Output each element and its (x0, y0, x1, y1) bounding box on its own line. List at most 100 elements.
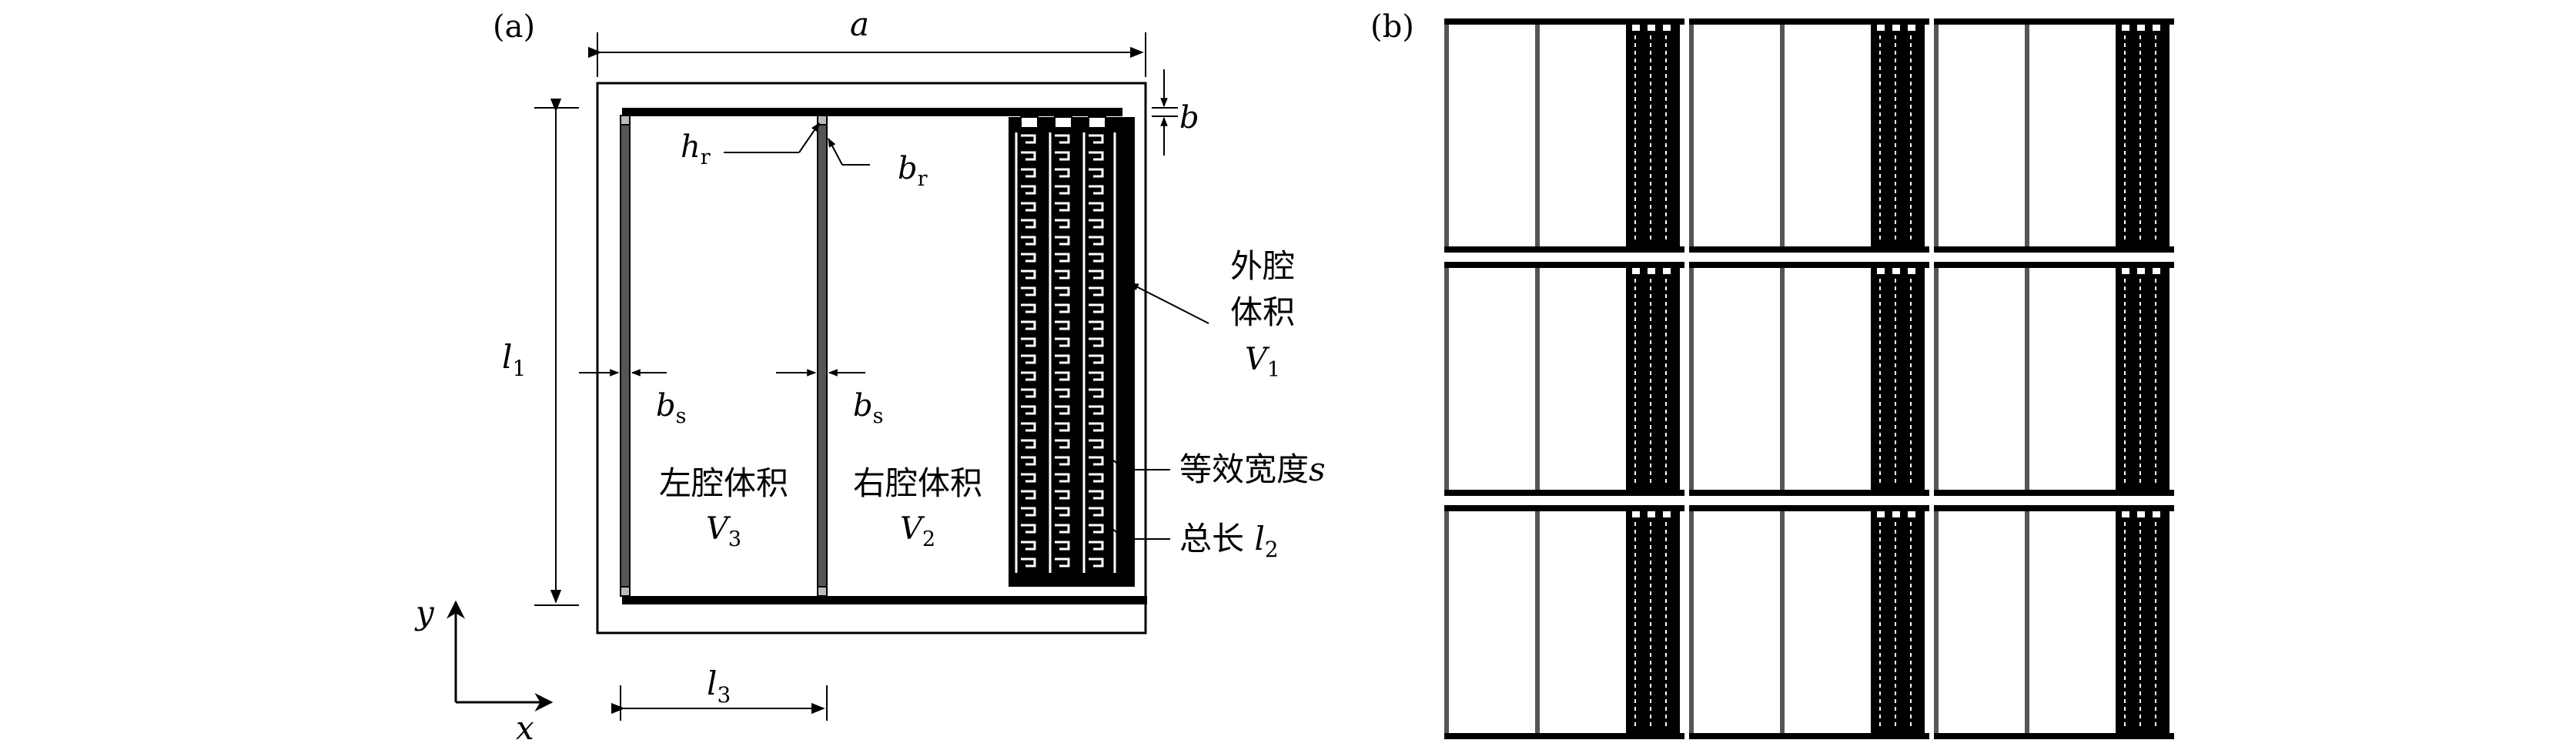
labyrinth-inlet (1054, 116, 1072, 129)
labyrinth-meander (1055, 270, 1070, 280)
cell-left-partition (1689, 25, 1694, 246)
cell-inlet (1648, 25, 1655, 31)
cell-bottom-wall (1934, 490, 2174, 496)
labyrinth-meander (1021, 151, 1036, 161)
labyrinth-meander (1055, 524, 1070, 534)
bs-left-label: bs (656, 388, 686, 428)
dim-l1-label: l1 (502, 338, 526, 381)
labyrinth-meander (1021, 541, 1036, 551)
cell-labyrinth (2116, 25, 2170, 248)
cell-inlet (2153, 511, 2160, 517)
cell-left-partition (1689, 268, 1694, 490)
cell-inlet (2122, 268, 2129, 274)
labyrinth-meander (1089, 320, 1104, 330)
cell-top-wall (1444, 18, 1684, 25)
right-cavity-label: 右腔体积 (853, 464, 982, 502)
cell-inlet (1892, 511, 1900, 517)
cell-left-partition (1934, 268, 1939, 490)
cell-labyrinth (2116, 268, 2170, 491)
dim-a-label: a (850, 5, 869, 43)
labyrinth-meander (1021, 490, 1036, 500)
cell-top-wall (1689, 505, 1929, 511)
labyrinth-meander (1055, 168, 1070, 178)
cell-middle-partition (1780, 511, 1785, 733)
left-cavity-label: 左腔体积 (659, 464, 788, 502)
unit-cell-boundary (596, 82, 1147, 634)
bs-mid-label: bs (853, 388, 883, 428)
equiv-width-label: 等效宽度s (1179, 450, 1326, 488)
labyrinth-meander (1089, 253, 1104, 263)
unit-cell (1934, 505, 2174, 739)
cell-top-wall (1444, 505, 1684, 511)
top-wall (622, 108, 1122, 116)
cell-inlet (1648, 268, 1655, 274)
labyrinth-meander (1021, 185, 1036, 195)
labyrinth-meander (1055, 541, 1070, 551)
labyrinth-meander (1089, 354, 1104, 364)
labyrinth-meander (1055, 405, 1070, 415)
cell-inlet (1908, 511, 1915, 517)
cell-bottom-wall (1689, 490, 1929, 496)
bottom-wall (622, 596, 1147, 604)
cell-inlet (2153, 25, 2160, 31)
labyrinth-meander (1021, 473, 1036, 483)
cell-inlet (1632, 25, 1640, 31)
cell-left-partition (1934, 25, 1939, 246)
cell-inlet (1892, 25, 1900, 31)
cell-labyrinth (2116, 511, 2170, 735)
middle-partition-cap (817, 115, 828, 126)
cell-inlet (2137, 268, 2145, 274)
cell-labyrinth (1871, 268, 1925, 491)
labyrinth-meander (1089, 185, 1104, 195)
equiv-width-tick (1109, 457, 1125, 470)
unit-cell (1934, 18, 2174, 253)
labyrinth-meander (1089, 303, 1104, 313)
cell-bottom-wall (1444, 490, 1684, 496)
labyrinth-meander (1055, 185, 1070, 195)
cell-bottom-wall (1444, 246, 1684, 253)
left-partition-cap (620, 115, 631, 126)
cell-labyrinth (1626, 268, 1680, 491)
labyrinth-meander (1021, 320, 1036, 330)
outer-cavity-var: V1 (1245, 342, 1280, 382)
cell-inlet (1877, 511, 1885, 517)
labyrinth-meander (1055, 219, 1070, 229)
cell-middle-partition (1780, 268, 1785, 490)
labyrinth-meander (1055, 253, 1070, 263)
labyrinth-meander (1055, 286, 1070, 296)
br-arrow (828, 137, 843, 166)
cell-top-wall (1689, 18, 1929, 25)
cell-inlet (1892, 268, 1900, 274)
labyrinth-meander (1089, 490, 1104, 500)
labyrinth-meander (1089, 456, 1104, 466)
labyrinth-meander (1055, 422, 1070, 432)
cell-middle-partition (1535, 268, 1540, 490)
labyrinth-meander (1089, 557, 1104, 568)
outer-cavity-line2: 体积 (1230, 293, 1295, 331)
labyrinth-meander (1089, 422, 1104, 432)
unit-cell (1444, 505, 1684, 739)
labyrinth-meander (1089, 473, 1104, 483)
labyrinth-inlet (1020, 116, 1039, 129)
unit-cell (1934, 262, 2174, 496)
cell-middle-partition (2025, 511, 2029, 733)
cell-inlet (1632, 511, 1640, 517)
panel-a-label: (a) (493, 9, 535, 45)
cell-inlet (2137, 511, 2145, 517)
labyrinth-meander (1055, 236, 1070, 246)
labyrinth-meander (1021, 422, 1036, 432)
labyrinth-meander (1055, 490, 1070, 500)
cell-inlet (2153, 268, 2160, 274)
labyrinth-meander (1055, 337, 1070, 347)
labyrinth-meander (1021, 303, 1036, 313)
labyrinth-meander (1089, 151, 1104, 161)
labyrinth-meander (1055, 151, 1070, 161)
outer-cavity-arrow (1129, 283, 1209, 324)
labyrinth-meander (1089, 388, 1104, 398)
unit-cell-array (1444, 18, 2174, 739)
cell-top-wall (1934, 505, 2174, 511)
cell-labyrinth (1871, 511, 1925, 735)
labyrinth-meander (1089, 286, 1104, 296)
cell-middle-partition (2025, 268, 2029, 490)
